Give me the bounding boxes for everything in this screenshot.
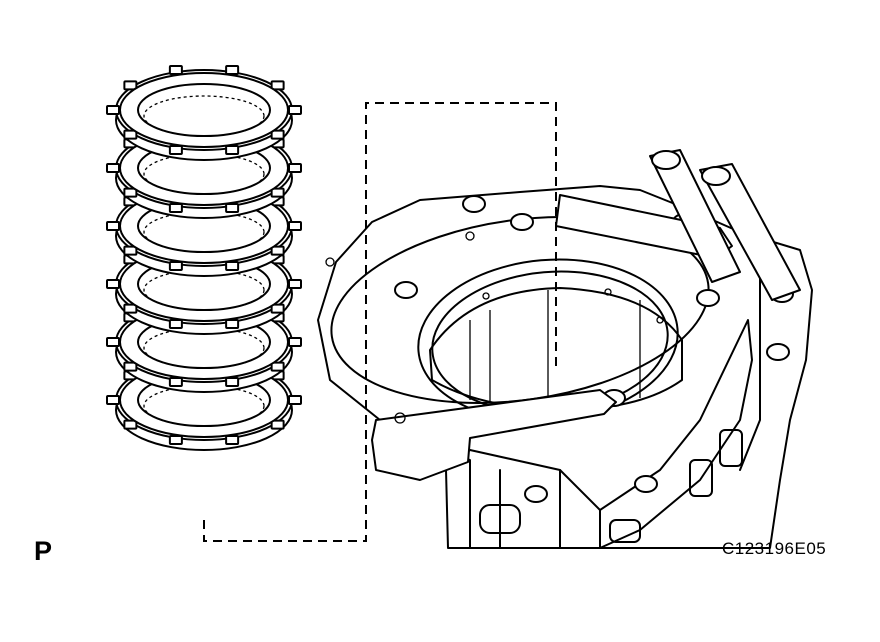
- clutch-disc-stack: [106, 65, 302, 451]
- clutch-plate: [106, 65, 302, 161]
- transmission-case: [317, 149, 813, 549]
- figure-code: C123196E05: [722, 539, 827, 558]
- callout-dashed-line: [203, 102, 557, 542]
- view-letter: P: [34, 536, 53, 566]
- clutch-plate: [106, 123, 302, 219]
